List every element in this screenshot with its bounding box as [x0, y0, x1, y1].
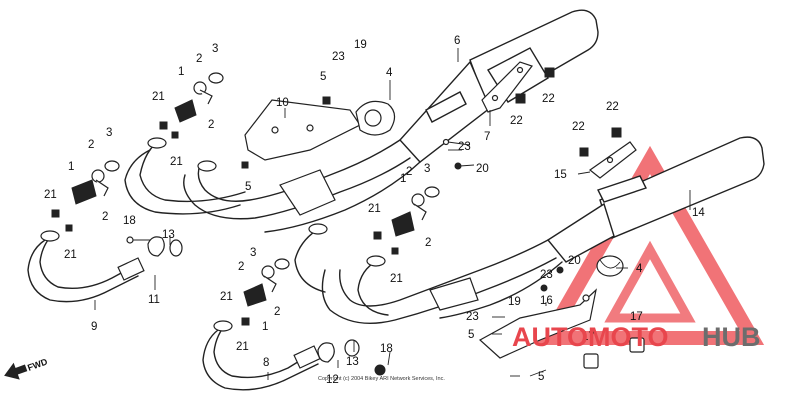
callout-17: 17: [582, 331, 595, 343]
callout-4: 4: [636, 263, 643, 275]
callout-2: 2: [196, 53, 202, 65]
callout-23: 23: [540, 269, 553, 281]
callout-1: 1: [68, 161, 74, 173]
callout-11: 11: [148, 294, 160, 306]
callout-9: 9: [91, 321, 97, 333]
callout-21: 21: [152, 91, 165, 103]
callout-21: 21: [170, 156, 183, 168]
lower-exhaust-pipes: [294, 223, 563, 325]
callout-2: 2: [406, 166, 412, 178]
callout-3: 3: [424, 163, 430, 175]
fwd-label: FWD: [26, 356, 49, 373]
callout-21: 21: [64, 249, 77, 261]
callout-2: 2: [425, 237, 431, 249]
callout-3: 3: [106, 127, 112, 139]
clamps-and-gaskets: [71, 72, 624, 307]
callout-5: 5: [320, 71, 326, 83]
callout-18: 18: [380, 343, 393, 355]
callout-7: 7: [484, 131, 490, 143]
callout-19: 19: [354, 39, 367, 51]
callout-18: 18: [123, 215, 136, 227]
watermark-triangle-icon: [535, 145, 765, 345]
callout-22: 22: [510, 115, 523, 127]
callout-1: 1: [400, 173, 406, 185]
fasteners: [51, 67, 645, 377]
callout-20: 20: [476, 163, 489, 175]
callout-23: 23: [332, 51, 345, 63]
heat-shield: [244, 99, 361, 161]
brackets: [478, 61, 637, 359]
callout-15: 15: [554, 169, 567, 181]
callout-21: 21: [368, 203, 381, 215]
callout-1: 1: [178, 66, 184, 78]
callout-22: 22: [606, 101, 619, 113]
callout-21: 21: [236, 341, 249, 353]
callout-19: 19: [508, 296, 521, 308]
callout-5: 5: [468, 329, 474, 341]
callout-2: 2: [274, 306, 280, 318]
callout-4: 4: [386, 67, 393, 79]
callout-2: 2: [208, 119, 214, 131]
forward-direction-arrow-icon: FWD: [4, 356, 49, 380]
callout-2: 2: [88, 139, 94, 151]
callout-14: 14: [692, 207, 705, 219]
callout-2: 2: [102, 211, 108, 223]
callout-23: 23: [466, 311, 479, 323]
callout-labels: 1 1 1 1 2 2 2 2 2 2 2 2 3 3 3 3 4 4 5 5 …: [44, 35, 705, 386]
lower-muffler: [546, 136, 765, 263]
callout-20: 20: [568, 255, 581, 267]
callout-5: 5: [538, 371, 544, 383]
callout-10: 10: [276, 97, 289, 109]
callout-22: 22: [542, 93, 555, 105]
front-header-pipes: [27, 230, 321, 391]
callout-13: 13: [162, 229, 175, 241]
leader-lines: [94, 48, 691, 380]
upper-exhaust-pipes: [124, 137, 421, 233]
callout-13: 13: [346, 356, 359, 368]
callout-6: 6: [454, 35, 460, 47]
callout-12: 12: [326, 374, 339, 386]
callout-2: 2: [238, 261, 244, 273]
callout-1: 1: [262, 321, 268, 333]
callout-21: 21: [390, 273, 403, 285]
callout-3: 3: [250, 247, 256, 259]
watermark-text-red: AUTOMOTO: [512, 322, 669, 352]
callout-17: 17: [630, 311, 643, 323]
callout-21: 21: [44, 189, 57, 201]
watermark-logo: AUTOMOTO HUB: [512, 322, 761, 352]
callout-8: 8: [263, 357, 269, 369]
callout-22: 22: [572, 121, 585, 133]
watermark-text-grey: HUB: [702, 322, 761, 352]
callout-23: 23: [458, 141, 471, 153]
callout-16: 16: [540, 295, 553, 307]
callout-5: 5: [245, 181, 251, 193]
callout-3: 3: [212, 43, 218, 55]
callout-21: 21: [220, 291, 233, 303]
copyright-text: Copyright (c) 2004 Bikey ARI Network Ser…: [318, 376, 445, 382]
